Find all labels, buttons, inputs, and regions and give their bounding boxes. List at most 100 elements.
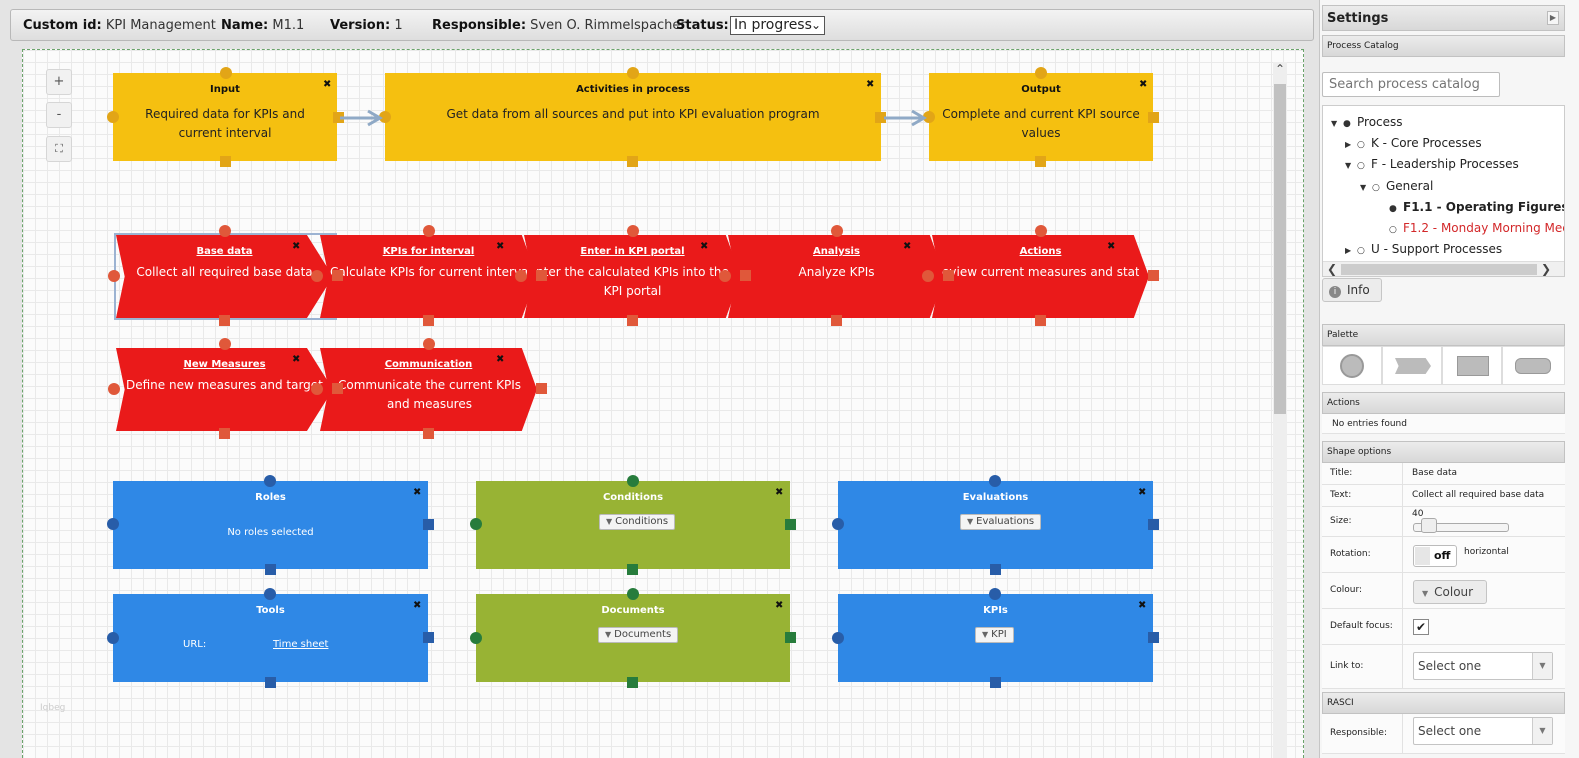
- connector-handle[interactable]: [108, 270, 120, 282]
- scroll-right-icon[interactable]: ❯: [1541, 262, 1552, 276]
- connector-handle[interactable]: [515, 270, 527, 282]
- connector-handle[interactable]: [470, 518, 482, 530]
- colour-button[interactable]: ▼Colour: [1413, 580, 1487, 604]
- tree-node-k[interactable]: ▶○K - Core Processes: [1345, 136, 1482, 150]
- rotation-toggle[interactable]: off: [1413, 545, 1457, 567]
- collapsed-arrow-icon[interactable]: ▶: [1345, 246, 1352, 255]
- text-value[interactable]: Collect all required base data: [1412, 490, 1545, 500]
- close-icon[interactable]: ✖: [1138, 600, 1147, 611]
- kpis-box[interactable]: KPIs ✖ ▼KPI: [838, 594, 1153, 682]
- connector-handle[interactable]: [108, 383, 120, 395]
- tree-node-general[interactable]: ▼○General: [1360, 179, 1433, 193]
- connector-handle[interactable]: [627, 67, 639, 79]
- connector-handle[interactable]: [470, 632, 482, 644]
- output-shape[interactable]: Output ✖ Complete and current KPI source…: [929, 73, 1153, 161]
- expanded-arrow-icon[interactable]: ▼: [1331, 119, 1338, 128]
- connector-handle[interactable]: [107, 518, 119, 530]
- connector-handle[interactable]: [785, 632, 796, 643]
- connector-handle[interactable]: [423, 632, 434, 643]
- tree-node-f12[interactable]: ○F1.2 - Monday Morning Meeting: [1389, 221, 1564, 235]
- connector-handle[interactable]: [333, 112, 344, 123]
- connector-handle[interactable]: [832, 518, 844, 530]
- connector-handle[interactable]: [332, 383, 343, 394]
- collapsed-arrow-icon[interactable]: ▶: [1345, 140, 1352, 149]
- connector-handle[interactable]: [627, 475, 639, 487]
- connector-handle[interactable]: [219, 338, 231, 350]
- connector-handle[interactable]: [423, 225, 435, 237]
- connector-handle[interactable]: [423, 315, 434, 326]
- tree-node-u[interactable]: ▶○U - Support Processes: [1345, 242, 1502, 256]
- input-shape[interactable]: Input ✖ Required data for KPIs and curre…: [113, 73, 337, 161]
- size-slider-handle[interactable]: [1421, 518, 1437, 533]
- connector-handle[interactable]: [311, 270, 323, 282]
- connector-handle[interactable]: [107, 632, 119, 644]
- step-enter-in-kpi-portal[interactable]: Enter in KPI portal nter the calculated …: [524, 235, 741, 318]
- connector-handle[interactable]: [107, 111, 119, 123]
- close-icon[interactable]: ✖: [413, 600, 422, 611]
- activities-shape[interactable]: Activities in process ✖ Get data from al…: [385, 73, 881, 161]
- connector-handle[interactable]: [265, 677, 276, 688]
- connector-handle[interactable]: [832, 632, 844, 644]
- connector-handle[interactable]: [220, 67, 232, 79]
- responsible-select[interactable]: Select one▼: [1413, 717, 1553, 745]
- tree-node-f[interactable]: ▼○F - Leadership Processes: [1345, 157, 1519, 171]
- connector-handle[interactable]: [719, 270, 731, 282]
- fit-screen-icon[interactable]: ⛶: [46, 136, 72, 162]
- tree-node-f11[interactable]: ●F1.1 - Operating Figures: [1389, 200, 1564, 214]
- status-select[interactable]: In progress⌄: [730, 16, 825, 35]
- connector-handle[interactable]: [219, 428, 230, 439]
- step-base-data[interactable]: Base data Collect all required base data: [116, 235, 333, 318]
- connector-handle[interactable]: [264, 588, 276, 600]
- connector-handle[interactable]: [627, 156, 638, 167]
- connector-handle[interactable]: [989, 588, 1001, 600]
- link-to-select[interactable]: Select one▼: [1413, 652, 1553, 680]
- connector-handle[interactable]: [1148, 270, 1159, 281]
- close-icon[interactable]: ✖: [775, 600, 784, 611]
- connector-handle[interactable]: [943, 270, 954, 281]
- connector-handle[interactable]: [1148, 519, 1159, 530]
- expanded-arrow-icon[interactable]: ▼: [1360, 183, 1367, 192]
- tree-scroll-thumb[interactable]: [1341, 264, 1537, 275]
- connector-handle[interactable]: [627, 677, 638, 688]
- connector-handle[interactable]: [332, 270, 343, 281]
- connector-handle[interactable]: [989, 475, 1001, 487]
- step-analysis[interactable]: Analysis Analyze KPIs: [728, 235, 945, 318]
- connector-handle[interactable]: [990, 677, 1001, 688]
- connector-handle[interactable]: [1035, 156, 1046, 167]
- tree-horizontal-scrollbar[interactable]: ❮ ❯: [1323, 261, 1564, 276]
- size-slider[interactable]: [1413, 523, 1509, 532]
- step-kpis-for-interval[interactable]: KPIs for interval Calculate KPIs for cur…: [320, 235, 537, 318]
- expanded-arrow-icon[interactable]: ▼: [1345, 161, 1352, 170]
- connector-handle[interactable]: [990, 564, 1001, 575]
- connector-handle[interactable]: [923, 111, 935, 123]
- zoom-out-button[interactable]: -: [46, 102, 72, 128]
- close-icon[interactable]: ✖: [413, 487, 422, 498]
- close-icon[interactable]: ✖: [496, 241, 505, 252]
- connector-handle[interactable]: [1035, 67, 1047, 79]
- close-icon[interactable]: ✖: [496, 354, 505, 365]
- connector-handle[interactable]: [423, 428, 434, 439]
- palette-chevron-shape[interactable]: [1382, 346, 1442, 385]
- scroll-up-icon[interactable]: ⌃: [1274, 62, 1286, 76]
- connector-handle[interactable]: [922, 270, 934, 282]
- scroll-left-icon[interactable]: ❮: [1327, 262, 1338, 276]
- kpis-dropdown-button[interactable]: ▼KPI: [975, 627, 1014, 643]
- evaluations-box[interactable]: Evaluations ✖ ▼Evaluations: [838, 481, 1153, 569]
- connector-handle[interactable]: [627, 315, 638, 326]
- close-icon[interactable]: ✖: [323, 79, 332, 90]
- connector-handle[interactable]: [311, 383, 323, 395]
- tools-link[interactable]: Time sheet: [273, 639, 329, 650]
- connector-handle[interactable]: [875, 112, 886, 123]
- connector-handle[interactable]: [1148, 112, 1159, 123]
- evaluations-dropdown-button[interactable]: ▼Evaluations: [960, 514, 1042, 530]
- close-icon[interactable]: ✖: [775, 487, 784, 498]
- step-actions[interactable]: Actions eview current measures and statu…: [932, 235, 1149, 318]
- title-value[interactable]: Base data: [1412, 468, 1458, 478]
- connector-handle[interactable]: [265, 564, 276, 575]
- connector-handle[interactable]: [219, 315, 230, 326]
- tools-box[interactable]: Tools ✖ URL: Time sheet: [113, 594, 428, 682]
- connector-handle[interactable]: [1148, 632, 1159, 643]
- connector-handle[interactable]: [423, 519, 434, 530]
- connector-handle[interactable]: [264, 475, 276, 487]
